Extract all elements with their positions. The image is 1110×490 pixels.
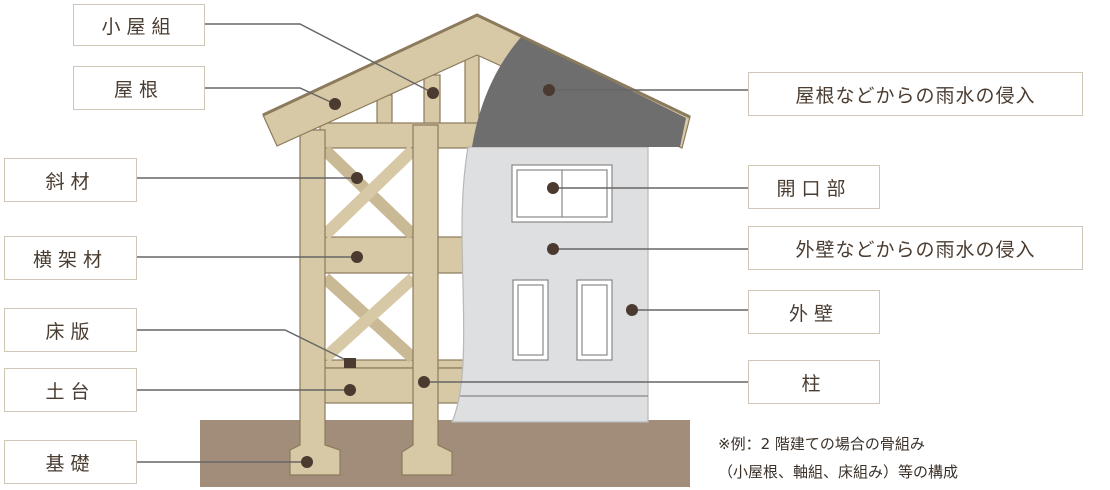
label-okazai: 横架材 xyxy=(4,236,137,280)
label-yane: 屋根 xyxy=(73,66,205,110)
top-beam xyxy=(319,122,481,149)
label-pillar: 柱 xyxy=(748,360,880,404)
cross-beam xyxy=(319,236,481,274)
left-post xyxy=(289,129,341,476)
sill xyxy=(319,367,466,404)
right-post xyxy=(401,124,453,476)
leader-lines xyxy=(137,23,748,463)
label-wall-rain-intrusion: 外壁などからの雨水の侵入 xyxy=(748,226,1083,270)
attic-post xyxy=(423,74,441,126)
window-small xyxy=(512,279,549,361)
footnote-line-2: （小屋根、軸組、床組み）等の構成 xyxy=(718,463,959,481)
label-outer-wall: 外壁 xyxy=(748,290,880,334)
footnote-line-1: ※例：2 階建ての場合の骨組み xyxy=(718,435,925,453)
attic-post xyxy=(464,54,480,126)
label-dodai: 土台 xyxy=(4,368,137,412)
label-yukaban: 床版 xyxy=(4,308,137,352)
marker-dots xyxy=(301,84,638,468)
window-small xyxy=(576,279,613,361)
floor-board xyxy=(319,359,466,369)
label-kiso: 基礎 xyxy=(4,440,137,484)
roof-rain-zone xyxy=(472,36,686,147)
label-shazai: 斜材 xyxy=(4,158,137,202)
label-roof-rain-intrusion: 屋根などからの雨水の侵入 xyxy=(748,72,1083,116)
label-opening: 開口部 xyxy=(748,165,880,209)
footnote: ※例：2 階建ての場合の骨組み （小屋根、軸組、床組み）等の構成 xyxy=(718,430,958,486)
label-koyagumi: 小屋組 xyxy=(73,4,205,46)
